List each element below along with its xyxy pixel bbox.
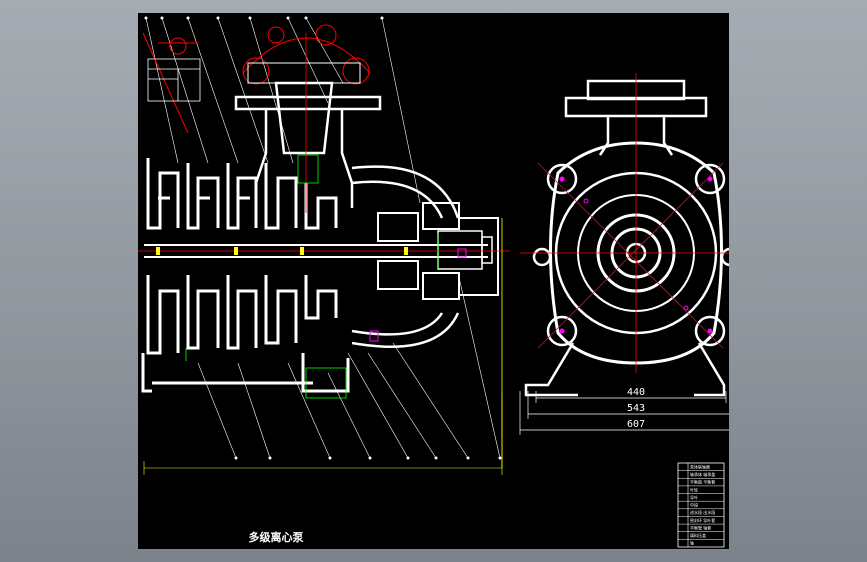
end-view-centerlines xyxy=(520,73,729,373)
bom-row-label: 中段 xyxy=(690,502,698,508)
dimension-440: 440 xyxy=(627,387,645,398)
bom-row-label: 泵体联轴器 xyxy=(690,463,710,469)
bom-row-label: 填料压盖 xyxy=(690,532,706,538)
bearing-parts xyxy=(377,202,499,300)
dimension-543: 543 xyxy=(627,403,645,414)
drawing-title: 多级离心泵 xyxy=(249,530,304,544)
bom-row-label: 进水段 出水段 xyxy=(690,509,715,515)
discharge-nozzle xyxy=(234,62,382,208)
dimension-607: 607 xyxy=(627,419,645,430)
sectional-view xyxy=(138,16,510,475)
hidden-lines xyxy=(185,154,439,399)
end-view-magenta xyxy=(583,198,689,311)
bom-row-label: 叶轮 xyxy=(690,486,698,492)
leader-dots-top xyxy=(144,16,384,20)
bom-row-label: 轴 xyxy=(690,540,694,546)
main-shaft xyxy=(144,230,493,270)
end-view xyxy=(519,73,729,435)
width-dimensions xyxy=(519,391,729,435)
bom-row-label: 导叶 xyxy=(690,494,698,500)
leader-dots-bottom xyxy=(234,456,502,460)
accent-marks xyxy=(369,248,467,342)
leader-lines-bottom xyxy=(197,272,501,459)
detail-box xyxy=(147,58,201,102)
bolt-bosses xyxy=(532,163,729,347)
overall-dimension xyxy=(143,393,503,475)
bom-row-label: 轴承体 轴承盖 xyxy=(690,471,715,477)
pump-feet xyxy=(524,342,726,397)
stage-casings-upper xyxy=(146,158,338,230)
discharge-casing xyxy=(351,165,460,348)
drawing-sheet: 440 543 607 泵体联轴器轴承体 轴承盖平衡盘 平衡套叶轮导叶中段进水段… xyxy=(138,13,729,549)
shaft-highlights xyxy=(156,247,408,255)
bom-row-label: 密封环 导叶套 xyxy=(690,517,715,523)
bom-row-label: 平衡管 轴套 xyxy=(690,524,711,530)
bom-row-label: 平衡盘 平衡套 xyxy=(690,479,715,485)
stage-casings-lower xyxy=(141,275,350,393)
leader-lines-top xyxy=(145,17,421,204)
